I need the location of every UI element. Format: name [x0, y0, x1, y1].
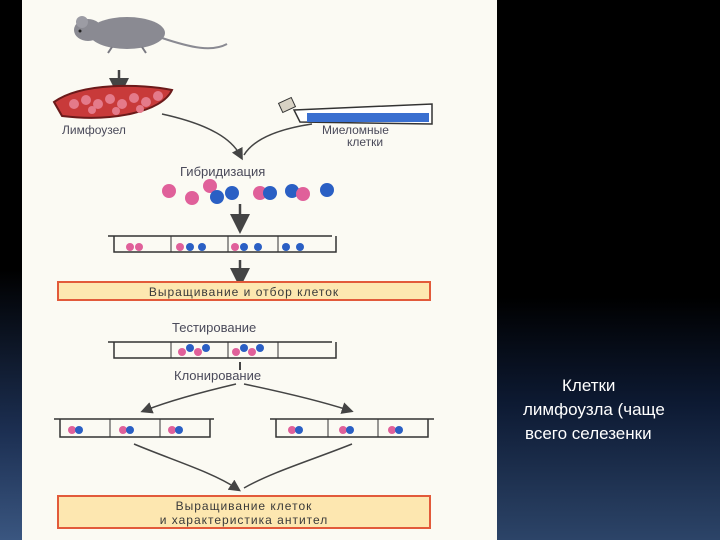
final-step-label-line2: и характеристика антител [160, 513, 329, 527]
hybridoma-diagram: Лимфоузел Миеломные клетки Гибридизация [22, 0, 497, 540]
arrow-branch-left [140, 383, 237, 414]
final-step-label-line1: Выращивание клеток [176, 499, 313, 513]
growth-selection-label: Выращивание и отбор клеток [149, 285, 339, 299]
arrow-merge-right [243, 443, 353, 489]
well-plate [108, 341, 337, 359]
cloning-label: Клонирование [174, 368, 261, 383]
hybridization-label: Гибридизация [180, 164, 265, 179]
clone-plate-right [270, 418, 434, 438]
hybridization-cells [162, 179, 334, 205]
arrow-merge-left [133, 443, 241, 492]
well-plate [108, 235, 337, 253]
mouse-icon [74, 16, 228, 54]
arrow-curve-left [161, 113, 243, 161]
caption-line: лимфоузла (чаще [523, 400, 665, 419]
slide-background [0, 0, 22, 540]
slide-caption: Клетки лимфоузла (чаще всего селезенки [515, 374, 720, 446]
caption-line: Клетки [562, 376, 616, 395]
clone-plate-left [54, 418, 214, 438]
arrow-curve-right [243, 123, 313, 156]
testing-label: Тестирование [172, 320, 256, 335]
myeloma-label-line2: клетки [347, 135, 383, 149]
final-step-band [57, 495, 431, 529]
myeloma-label-line1: Миеломные [322, 123, 389, 137]
arrow-branch-right [243, 383, 354, 414]
diagram-drawing: Лимфоузел Миеломные клетки Гибридизация [52, 16, 434, 529]
growth-selection-band [57, 281, 431, 301]
lymph-node-label: Лимфоузел [62, 123, 126, 137]
caption-line: всего селезенки [525, 424, 652, 443]
lymph-node-icon [52, 84, 174, 119]
culture-flask-icon [277, 96, 433, 125]
